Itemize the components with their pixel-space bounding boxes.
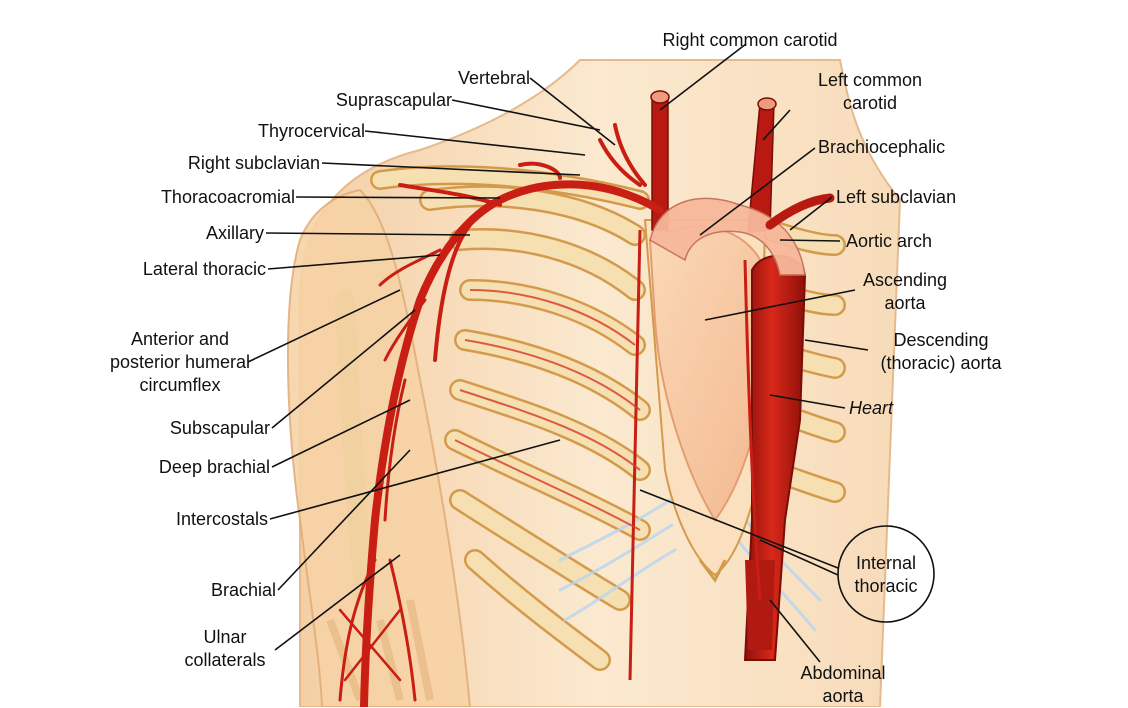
label-internal-thoracic-line-1: Internal (836, 552, 936, 575)
label-right-common-carotid: Right common carotid (620, 29, 880, 52)
label-ascending-aorta: Ascending aorta (835, 269, 975, 315)
label-aortic-arch: Aortic arch (846, 230, 932, 253)
label-ulnar-collaterals: Ulnar collaterals (160, 626, 290, 672)
label-descending-aorta-line-1: Descending (856, 329, 1026, 352)
label-axillary: Axillary (150, 222, 264, 245)
label-internal-thoracic-line-2: thoracic (836, 575, 936, 598)
label-abdominal-aorta: Abdominal aorta (778, 662, 908, 708)
label-deep-brachial: Deep brachial (80, 456, 270, 479)
label-brachiocephalic: Brachiocephalic (818, 136, 945, 159)
label-ascending-aorta-line-2: aorta (835, 292, 975, 315)
label-suprascapular: Suprascapular (272, 89, 452, 112)
label-intercostals: Intercostals (100, 508, 268, 531)
label-humeral-circumflex-line-3: circumflex (80, 374, 280, 397)
label-left-common-carotid-line-1: Left common (785, 69, 955, 92)
label-descending-aorta-line-2: (thoracic) aorta (856, 352, 1026, 375)
label-descending-aorta: Descending (thoracic) aorta (856, 329, 1026, 375)
abdominal-aorta (745, 560, 775, 650)
label-ascending-aorta-line-1: Ascending (835, 269, 975, 292)
label-vertebral: Vertebral (390, 67, 530, 90)
label-abdominal-aorta-line-2: aorta (778, 685, 908, 708)
label-left-subclavian: Left subclavian (836, 186, 956, 209)
label-thyrocervical: Thyrocervical (185, 120, 365, 143)
label-right-subclavian: Right subclavian (120, 152, 320, 175)
label-left-common-carotid: Left common carotid (785, 69, 955, 115)
label-humeral-circumflex-line-2: posterior humeral (80, 351, 280, 374)
label-brachial: Brachial (150, 579, 276, 602)
label-lateral-thoracic: Lateral thoracic (70, 258, 266, 281)
label-heart: Heart (849, 397, 893, 420)
label-left-common-carotid-line-2: carotid (785, 92, 955, 115)
label-humeral-circumflex-line-1: Anterior and (80, 328, 280, 351)
label-ulnar-collaterals-line-1: Ulnar (160, 626, 290, 649)
label-abdominal-aorta-line-1: Abdominal (778, 662, 908, 685)
label-subscapular: Subscapular (100, 417, 270, 440)
label-ulnar-collaterals-line-2: collaterals (160, 649, 290, 672)
label-internal-thoracic: Internal thoracic (836, 552, 936, 598)
label-humeral-circumflex: Anterior and posterior humeral circumfle… (80, 328, 280, 397)
label-thoracoacromial: Thoracoacromial (90, 186, 295, 209)
